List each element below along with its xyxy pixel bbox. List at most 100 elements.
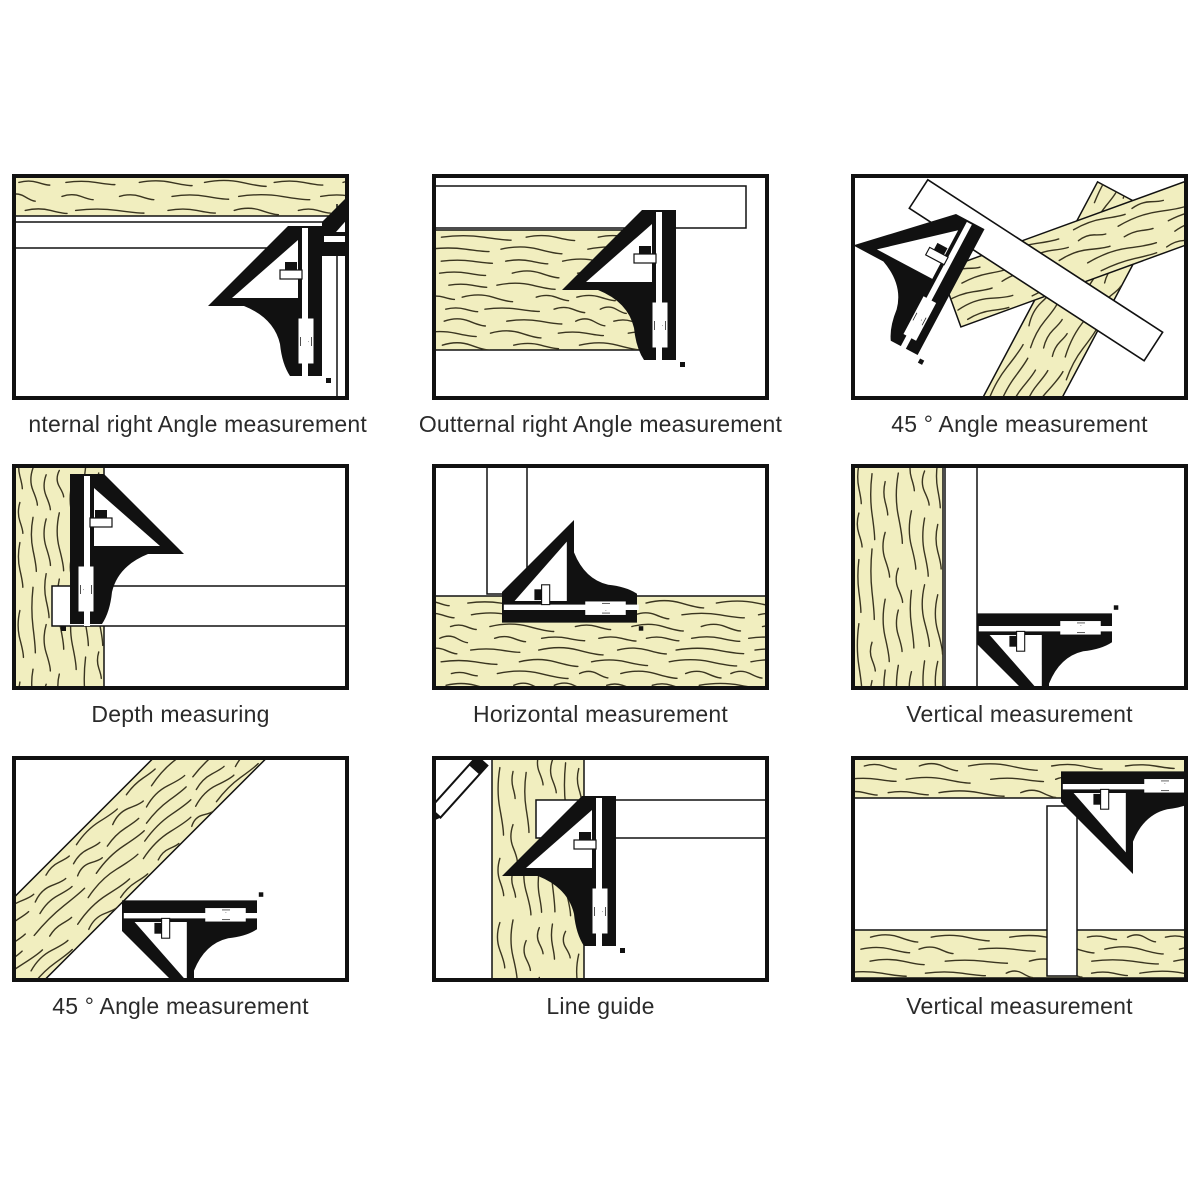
panel-content: |◇| [851,464,1188,690]
wood-grain [432,234,640,350]
panel-frame [12,756,349,982]
rule-blade [433,185,747,229]
illustration-angle-45-diagonal: |◇| [12,756,349,982]
blade-slot [84,476,90,626]
blade-slot [899,221,972,351]
square-head: |◇| [61,474,184,631]
square-window [586,224,652,282]
screw-knob [285,262,297,270]
panel-frame [851,464,1188,690]
panel-vertical: |◇| [851,464,1188,690]
square-head: |◇| [562,210,685,367]
illustration-vertical-between-boards: |◇| [851,756,1188,982]
illustration-horizontal: |◇| [432,464,769,690]
panel-frame [432,174,769,400]
screw-knob [639,246,651,254]
panel-frame [432,464,769,690]
panel-content: |◇||◇| [12,174,349,400]
blade-slot [1062,783,1188,790]
caption-external-right-angle: Outternal right Angle measurement [418,411,783,437]
illustration-internal-right-angle: |◇||◇| [12,174,349,400]
blade-slot [503,604,639,611]
caption-vertical-between-boards: Vertical measurement [906,993,1133,1019]
panel-frame [851,756,1188,982]
scriber-pin [61,626,66,631]
scriber-pin [917,358,925,365]
screw-knob [534,589,542,601]
rule-blade [1046,805,1078,977]
panel-internal-right-angle: |◇||◇| [12,174,349,400]
wood-board [851,929,1188,979]
caption-depth: Depth measuring [91,701,270,727]
caption-vertical: Vertical measurement [906,701,1133,727]
wood-board [851,464,944,690]
screw-knob [933,242,948,255]
screw-knob [1093,793,1101,805]
blade-slot [656,212,662,362]
square-window [232,240,298,298]
scriber-pin [258,892,264,897]
panel-content: |◇| [432,174,769,400]
panel-content: |◇| [12,464,349,690]
rule-blade [486,465,528,595]
panel-angle-45-diagonal: |◇| [12,756,349,982]
thumb-screw [541,584,551,606]
panel-depth: |◇| [12,464,349,690]
square-window [876,230,959,279]
caption-angle-45-diagonal: 45 ° Angle measurement [52,993,309,1019]
blade-slot [596,798,602,948]
thumb-screw [161,917,171,939]
square-window [94,488,160,546]
panel-horizontal: |◇| [432,464,769,690]
square-window [526,810,592,868]
thumb-screw [633,253,657,264]
square-head: |◇| [502,519,644,631]
illustration-external-right-angle: |◇| [432,174,769,400]
panel-frame [12,174,349,400]
scriber-pin [620,948,625,953]
thumb-screw [89,517,113,528]
blade-slot [978,625,1114,632]
wood-grain [12,179,349,216]
illustration-angle-45-crossing: |◇| [851,174,1188,400]
square-head: |◇| [853,214,985,365]
wood-grain [856,464,943,690]
panel-frame [432,756,769,982]
screw-knob [579,832,591,840]
screw-knob [154,922,162,934]
panel-angle-45-crossing: |◇| [851,174,1188,400]
scriber-pin [680,362,685,367]
blade-slot [123,912,259,919]
square-head: |◇| [122,892,264,982]
panel-content: |◇| [432,464,769,690]
panel-content: |◇| [851,756,1188,982]
panel-frame [12,464,349,690]
caption-internal-right-angle: nternal right Angle measurement [28,411,367,437]
rule-blade [944,465,978,690]
illustration-vertical: |◇| [851,464,1188,690]
caption-angle-45-crossing: 45 ° Angle measurement [891,411,1148,437]
panel-external-right-angle: |◇| [432,174,769,400]
scriber-pin [1113,605,1119,610]
thumb-screw [1016,630,1026,652]
thumb-screw [1100,788,1110,810]
square-head: |◇| [502,796,625,953]
illustration-depth: |◇| [12,464,349,690]
illustration-line-guide: |◇| [432,756,769,982]
caption-line-guide: Line guide [546,993,655,1019]
thumb-screw [573,839,597,850]
wood-board [12,174,349,217]
panel-content: |◇| [12,756,349,982]
panel-content: |◇| [432,756,769,982]
panel-vertical-between-boards: |◇| [851,756,1188,982]
panel-line-guide: |◇| [432,756,769,982]
square-head: |◇| [977,605,1119,690]
screw-knob [95,510,107,518]
screw-knob [1009,635,1017,647]
caption-horizontal: Horizontal measurement [473,701,728,727]
scriber-pin [326,378,331,383]
thumb-screw [279,269,303,280]
panel-frame [851,174,1188,400]
square-head: |◇| [1061,771,1188,875]
